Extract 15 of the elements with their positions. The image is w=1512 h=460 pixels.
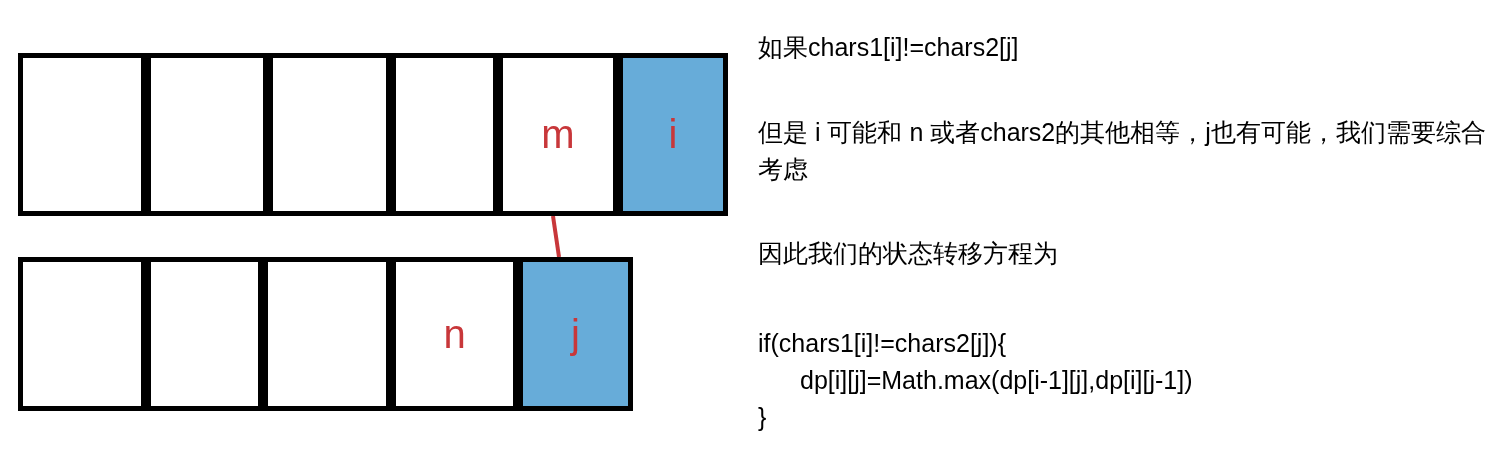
array-cell — [18, 257, 146, 411]
note-text: 因此我们的状态转移方程为 — [758, 238, 1058, 269]
cell-letter: j — [571, 311, 580, 357]
cell-letter: m — [541, 112, 575, 157]
note-text: 但是 i 可能和 n 或者chars2的其他相等，j也有可能，我们需要综合考虑 — [758, 117, 1487, 185]
cell-letter: n — [443, 311, 466, 357]
array-cell — [18, 53, 146, 216]
code-line: } — [758, 402, 767, 433]
connector-line — [551, 215, 561, 258]
cell-letter: i — [668, 112, 678, 157]
highlighted-array-cell — [618, 53, 728, 216]
highlighted-array-cell — [518, 257, 633, 411]
code-line: dp[i][j]=Math.max(dp[i-1][j],dp[i][j-1]) — [800, 365, 1193, 396]
note-text: 如果chars1[i]!=chars2[j] — [758, 32, 1019, 63]
code-line: if(chars1[i]!=chars2[j]){ — [758, 328, 1006, 359]
